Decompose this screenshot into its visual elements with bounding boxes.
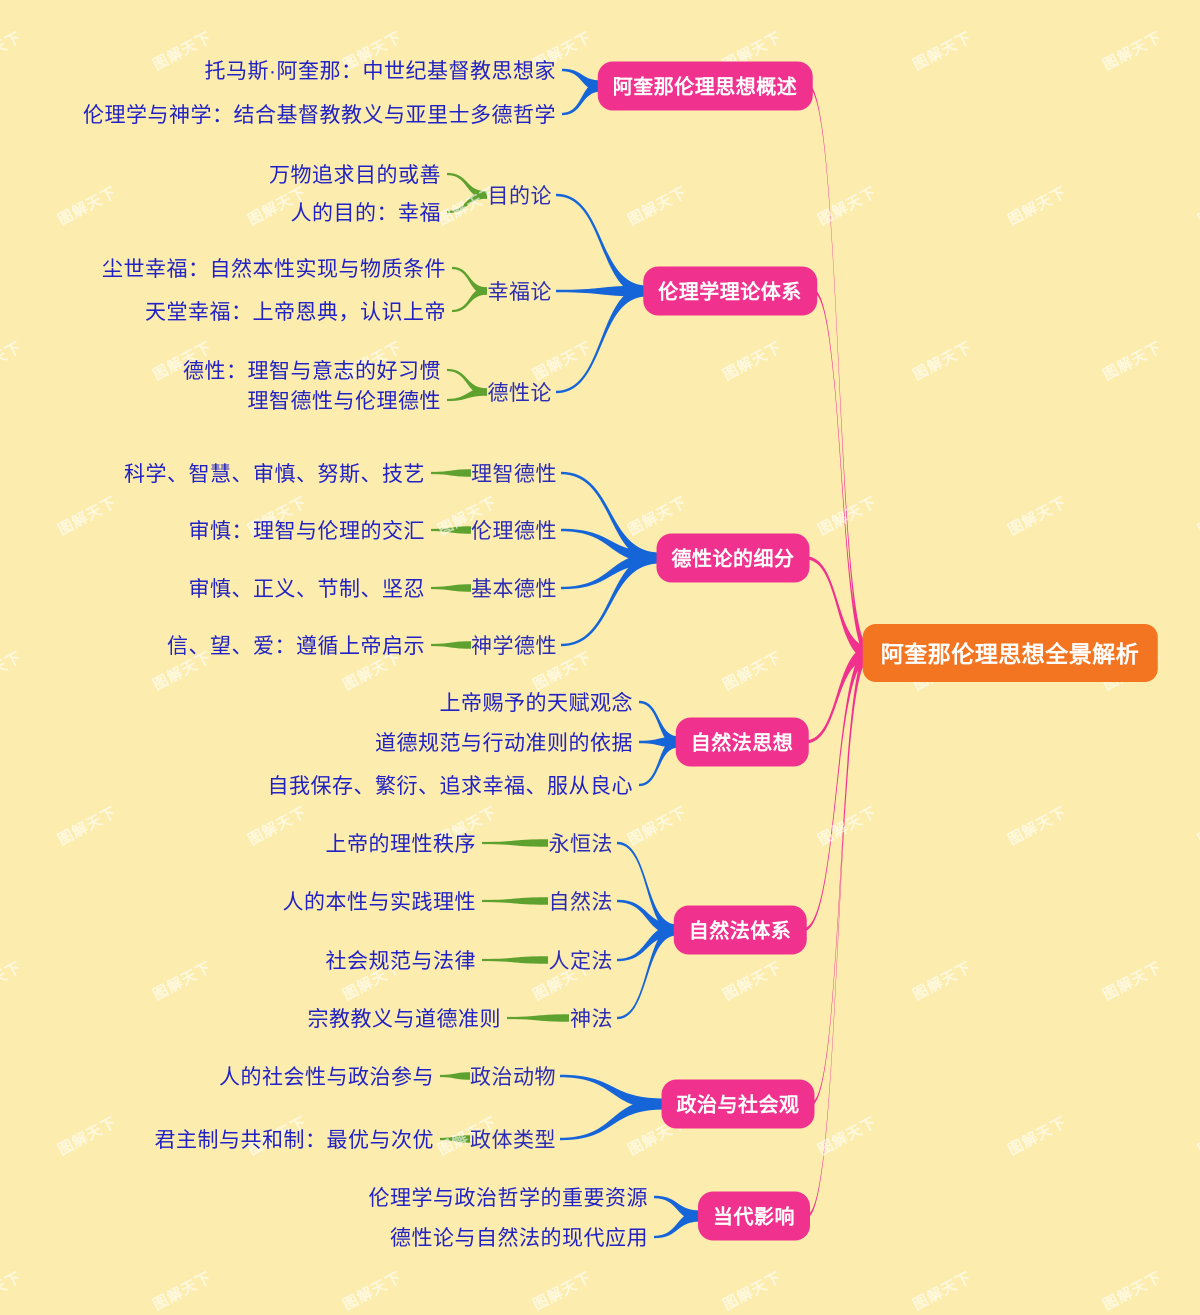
leaf-node-2-2-2[interactable]: 天堂幸福：上帝恩典，认识上帝	[145, 301, 446, 324]
leaf-node-3-4-1[interactable]: 信、望、爱：遵循上帝启示	[167, 635, 425, 658]
subnode-3-2[interactable]: 伦理德性	[471, 520, 557, 543]
subnode-6-2[interactable]: 政体类型	[470, 1129, 556, 1152]
leaf-node-4-1[interactable]: 上帝赐予的天赋观念	[439, 692, 633, 715]
subnode-3-1[interactable]: 理智德性	[471, 463, 557, 486]
branch-node-3[interactable]: 德性论的细分	[656, 533, 810, 583]
leaf-node-1-2[interactable]: 伦理学与神学：结合基督教教义与亚里士多德哲学	[83, 104, 556, 127]
leaf-node-5-4-1[interactable]: 宗教教义与道德准则	[307, 1008, 501, 1031]
leaf-node-2-1-2[interactable]: 人的目的：幸福	[290, 202, 441, 225]
subnode-6-1[interactable]: 政治动物	[470, 1066, 556, 1089]
branch-node-2[interactable]: 伦理学理论体系	[643, 266, 817, 316]
leaf-node-6-2-1[interactable]: 君主制与共和制：最优与次优	[154, 1129, 434, 1152]
leaf-node-5-2-1[interactable]: 人的本性与实践理性	[282, 891, 476, 914]
subnode-3-3[interactable]: 基本德性	[471, 578, 557, 601]
subnode-5-1[interactable]: 永恒法	[548, 833, 613, 856]
branch-node-6[interactable]: 政治与社会观	[661, 1079, 815, 1129]
leaf-node-3-3-1[interactable]: 审慎、正义、节制、坚忍	[188, 578, 425, 601]
leaf-node-5-3-1[interactable]: 社会规范与法律	[325, 950, 476, 973]
leaf-node-3-2-1[interactable]: 审慎：理智与伦理的交汇	[188, 520, 425, 543]
subnode-2-2[interactable]: 幸福论	[487, 281, 552, 304]
subnode-2-1[interactable]: 目的论	[487, 185, 552, 208]
leaf-node-5-1-1[interactable]: 上帝的理性秩序	[325, 833, 476, 856]
branch-node-7[interactable]: 当代影响	[698, 1191, 810, 1241]
subnode-2-3[interactable]: 德性论	[487, 382, 552, 405]
subnode-5-4[interactable]: 神法	[570, 1008, 613, 1031]
leaf-node-6-1-1[interactable]: 人的社会性与政治参与	[219, 1066, 434, 1089]
subnode-5-2[interactable]: 自然法	[548, 891, 613, 914]
leaf-node-1-1[interactable]: 托马斯·阿奎那：中世纪基督教思想家	[204, 60, 556, 83]
branch-node-4[interactable]: 自然法思想	[675, 717, 809, 767]
leaf-node-2-3-1[interactable]: 德性：理智与意志的好习惯	[183, 360, 441, 383]
branch-node-5[interactable]: 自然法体系	[673, 905, 807, 955]
leaf-node-2-3-2[interactable]: 理智德性与伦理德性	[247, 390, 441, 413]
branch-node-1[interactable]: 阿奎那伦理思想概述	[597, 61, 813, 111]
root-node[interactable]: 阿奎那伦理思想全景解析	[862, 624, 1158, 682]
subnode-3-4[interactable]: 神学德性	[471, 635, 557, 658]
leaf-node-2-2-1[interactable]: 尘世幸福：自然本性实现与物质条件	[102, 258, 446, 281]
leaf-node-7-1[interactable]: 伦理学与政治哲学的重要资源	[368, 1187, 648, 1210]
leaf-node-3-1-1[interactable]: 科学、智慧、审慎、努斯、技艺	[124, 463, 425, 486]
leaf-node-4-3[interactable]: 自我保存、繁衍、追求幸福、服从良心	[267, 775, 633, 798]
subnode-5-3[interactable]: 人定法	[548, 950, 613, 973]
leaf-node-4-2[interactable]: 道德规范与行动准则的依据	[375, 732, 633, 755]
leaf-node-7-2[interactable]: 德性论与自然法的现代应用	[390, 1227, 648, 1250]
leaf-node-2-1-1[interactable]: 万物追求目的或善	[269, 164, 441, 187]
